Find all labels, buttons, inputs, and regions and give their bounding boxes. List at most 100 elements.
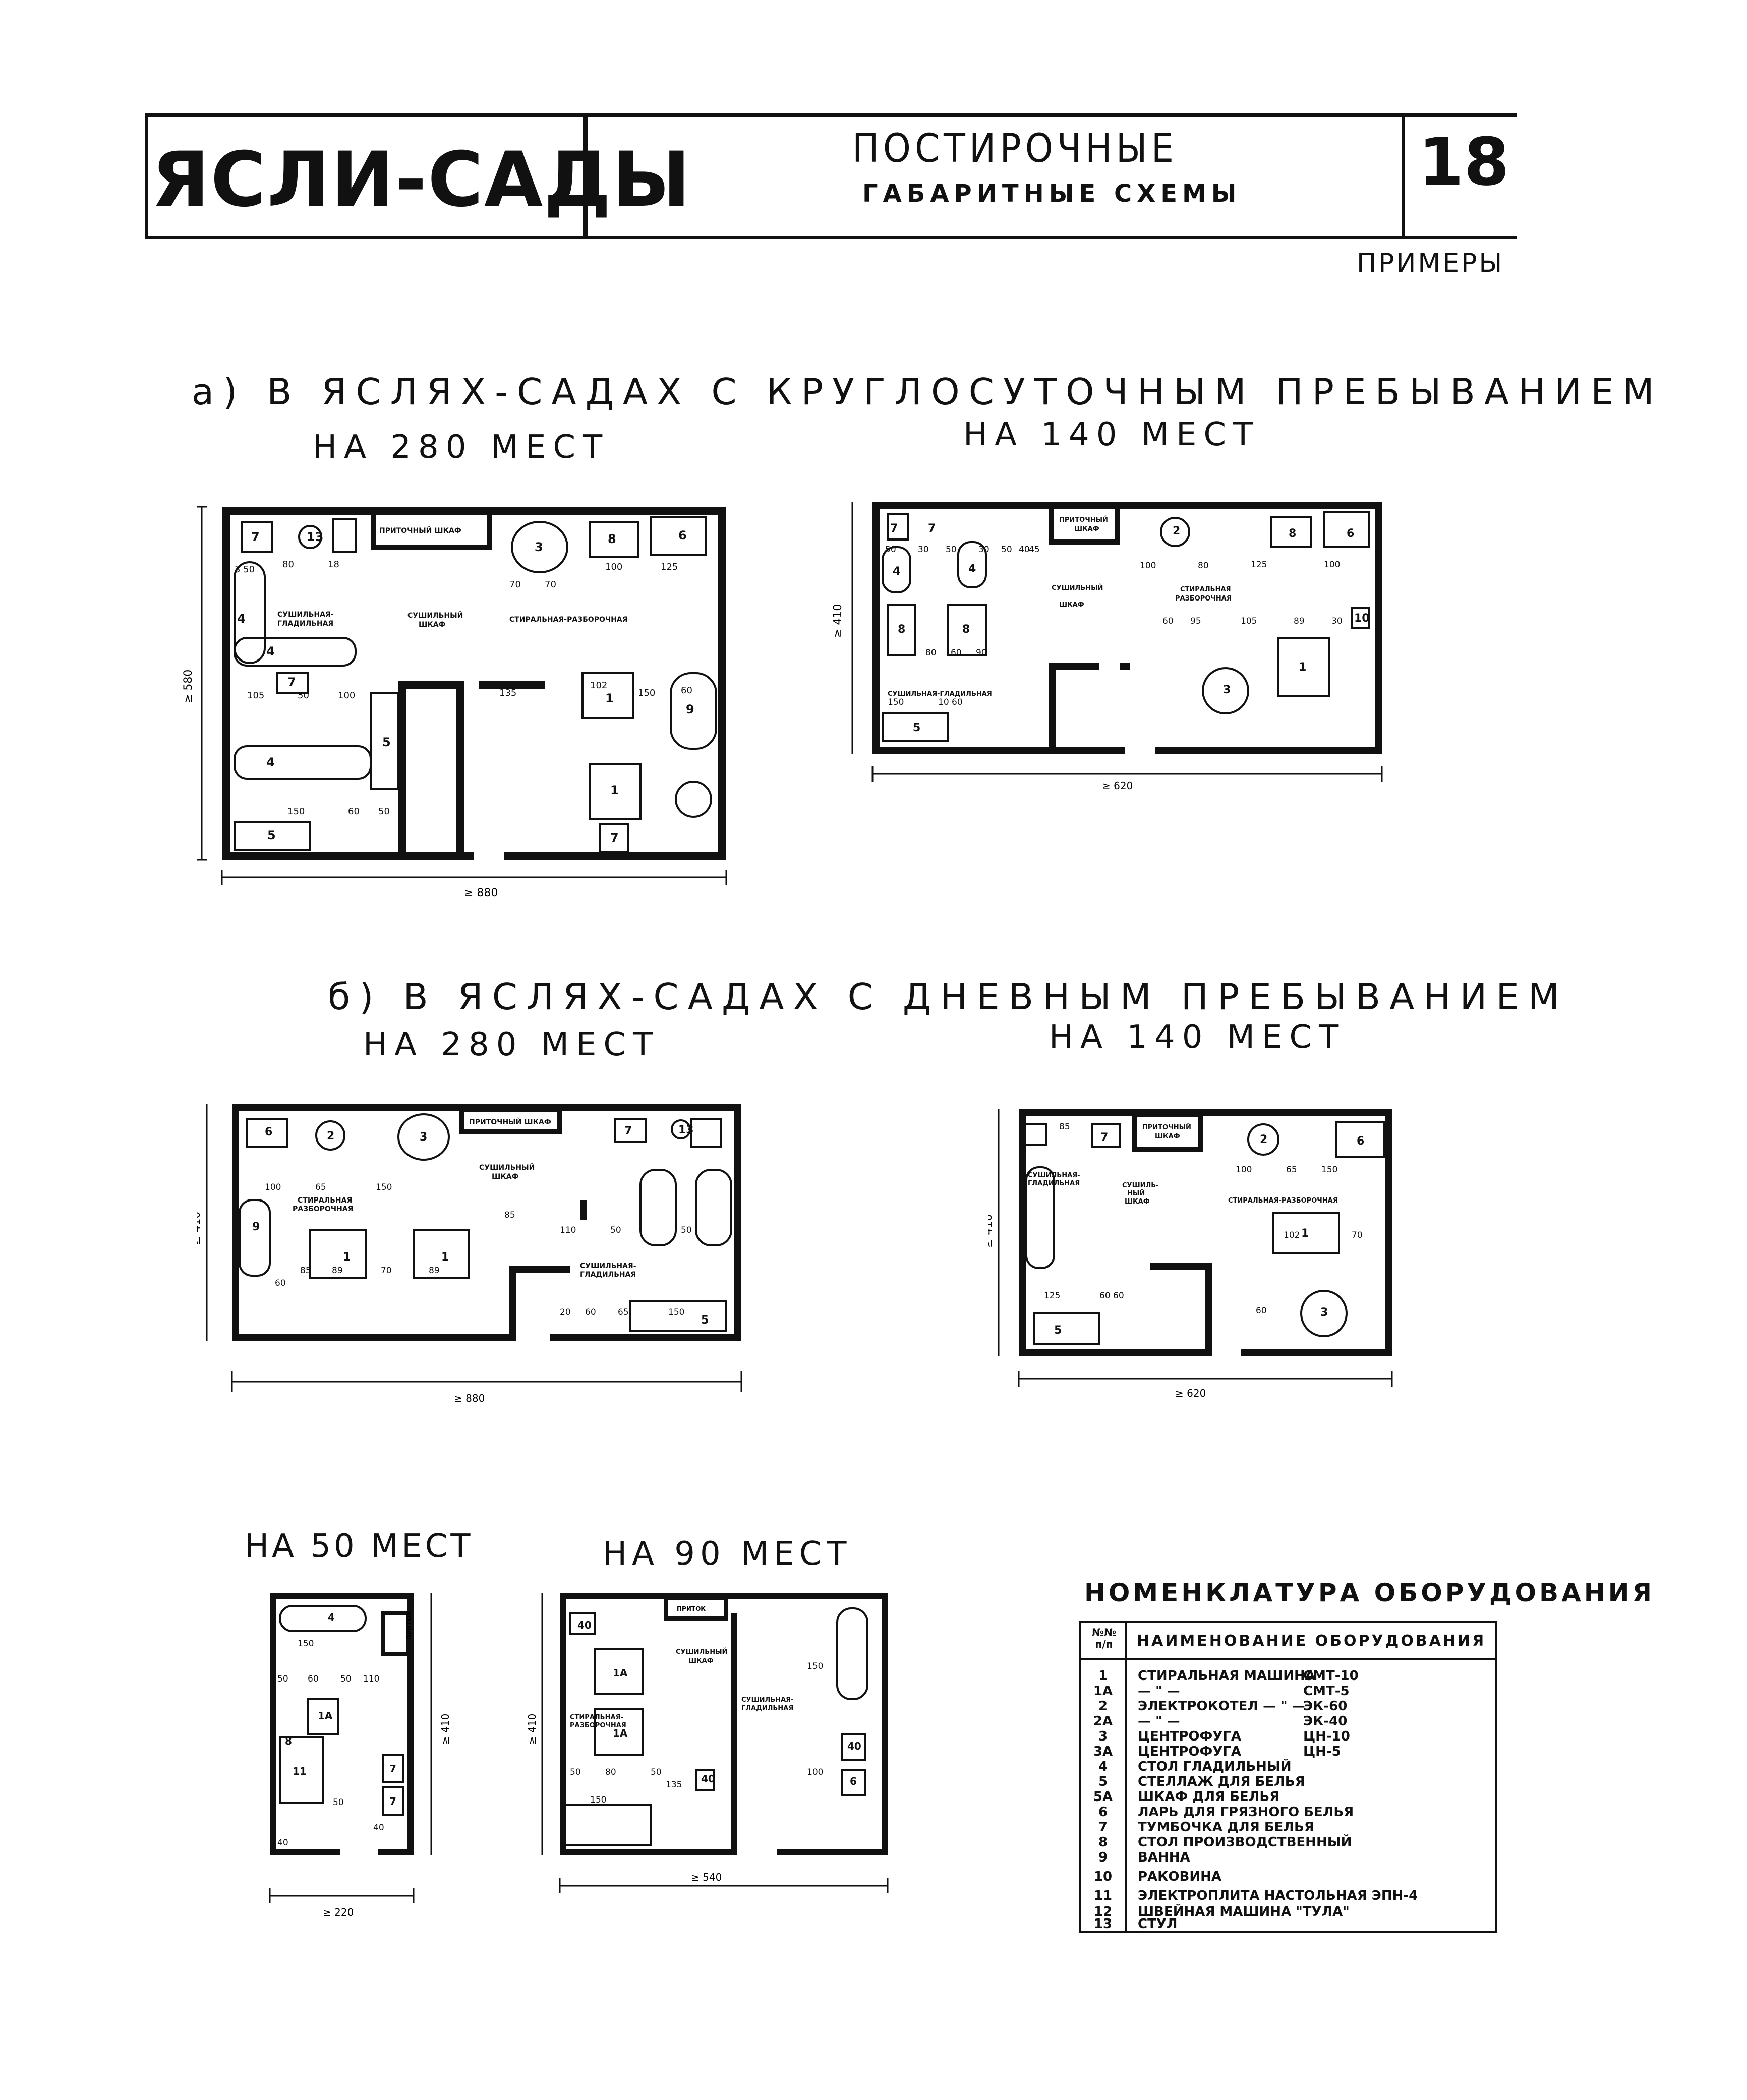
svg-text:125: 125	[1251, 560, 1267, 570]
svg-text:РАЗБОРОЧНАЯ: РАЗБОРОЧНАЯ	[570, 1722, 626, 1729]
svg-text:РАЗБОРОЧНАЯ: РАЗБОРОЧНАЯ	[293, 1205, 353, 1213]
svg-text:60: 60	[308, 1674, 319, 1684]
plan-a280-item-9: 9	[686, 702, 694, 716]
svg-text:50: 50	[298, 690, 309, 701]
svg-text:50: 50	[1001, 545, 1012, 555]
section-c-left-title: НА 50 МЕСТ	[245, 1528, 474, 1565]
svg-text:СУШИЛЬНАЯ-: СУШИЛЬНАЯ-	[1028, 1172, 1080, 1179]
plan-a280-room-2b: ШКАФ	[419, 621, 446, 629]
svg-text:60: 60	[585, 1307, 596, 1317]
svg-text:102: 102	[590, 680, 607, 691]
svg-text:6: 6	[1347, 527, 1354, 540]
svg-text:13: 13	[678, 1124, 694, 1136]
svg-text:80: 80	[1198, 561, 1209, 571]
section-c-right-title: НА 90 МЕСТ	[603, 1535, 852, 1573]
svg-text:1: 1	[343, 1251, 351, 1264]
svg-text:150: 150	[287, 806, 305, 817]
svg-text:60: 60	[951, 648, 962, 658]
legend-title: НОМЕНКЛАТУРА ОБОРУДОВАНИЯ	[1084, 1578, 1655, 1607]
plan-a280-room-3: СТИРАЛЬНАЯ-РАЗБОРОЧНАЯ	[509, 616, 628, 624]
svg-text:10: 10	[1354, 612, 1370, 625]
plan-a280-item-4a: 4	[237, 612, 246, 626]
svg-text:ШКАФ: ШКАФ	[1125, 1198, 1150, 1206]
svg-text:4: 4	[328, 1611, 335, 1624]
plan-c90-intake: ПРИТОК	[677, 1605, 706, 1612]
svg-text:5: 5	[913, 722, 920, 734]
svg-text:СУШИЛЬНАЯ-: СУШИЛЬНАЯ-	[741, 1696, 794, 1704]
header-top-rule	[145, 113, 1517, 117]
section-b-left-title: НА 280 МЕСТ	[363, 1026, 660, 1063]
svg-text:105: 105	[1241, 616, 1257, 626]
svg-text:НЫЙ: НЫЙ	[1127, 1189, 1145, 1197]
svg-text:5: 5	[701, 1314, 709, 1327]
svg-text:1: 1	[1301, 1227, 1309, 1240]
plan-a140-height: ≥ 410	[832, 604, 844, 638]
svg-text:80: 80	[925, 648, 937, 658]
svg-text:8: 8	[962, 623, 970, 636]
svg-text:6: 6	[850, 1775, 857, 1787]
svg-text:150: 150	[668, 1307, 684, 1317]
plan-c90-height: ≥ 410	[526, 1714, 538, 1745]
svg-text:1A: 1A	[318, 1710, 333, 1722]
svg-text:1A: 1A	[613, 1667, 628, 1679]
floor-plan-a-280: 7 13 8 6 4 4 7 5 4 1 9 1 5 3 7 ПРИТОЧНЫЙ…	[182, 506, 727, 899]
svg-text:7: 7	[389, 1795, 396, 1808]
svg-text:СУШИЛЬНАЯ-ГЛАДИЛЬНАЯ: СУШИЛЬНАЯ-ГЛАДИЛЬНАЯ	[888, 690, 992, 698]
svg-text:СТИРАЛЬНАЯ-РАЗБОРОЧНАЯ: СТИРАЛЬНАЯ-РАЗБОРОЧНАЯ	[1228, 1197, 1338, 1205]
svg-text:85: 85	[504, 1210, 515, 1220]
svg-text:110: 110	[363, 1674, 379, 1684]
svg-text:6: 6	[1357, 1135, 1364, 1148]
svg-text:СУШИЛЬ-: СУШИЛЬ-	[1122, 1182, 1159, 1189]
svg-text:40: 40	[277, 1838, 288, 1848]
svg-text:4: 4	[893, 565, 900, 578]
svg-text:3: 3	[1320, 1306, 1328, 1319]
plan-a280-item-5b: 5	[267, 828, 276, 843]
legend-header-rule	[1081, 1658, 1495, 1660]
svg-text:8: 8	[1289, 527, 1296, 540]
header-subtitle-2: ГАБАРИТНЫЕ СХЕМЫ	[862, 179, 1242, 208]
plan-a280-item-7c: 7	[610, 831, 619, 845]
plan-a280-height: ≥ 580	[182, 670, 195, 703]
svg-text:СУШИЛЬНАЯ-: СУШИЛЬНАЯ-	[580, 1262, 636, 1270]
svg-text:6: 6	[265, 1126, 272, 1138]
section-label: ПРИМЕРЫ	[1357, 248, 1504, 278]
svg-text:ГЛАДИЛЬНАЯ: ГЛАДИЛЬНАЯ	[580, 1271, 636, 1279]
plan-b280-height: ≥ 410	[197, 1212, 203, 1245]
svg-text:7: 7	[890, 522, 898, 535]
svg-text:60: 60	[275, 1278, 286, 1288]
svg-text:100: 100	[265, 1182, 281, 1192]
svg-text:89: 89	[1294, 616, 1305, 626]
svg-text:5: 5	[1054, 1324, 1062, 1337]
plan-a280-item-7: 7	[251, 530, 260, 544]
svg-text:7: 7	[389, 1763, 396, 1775]
header-left-rule	[145, 113, 148, 239]
svg-text:40: 40	[847, 1740, 861, 1752]
svg-text:60: 60	[1256, 1306, 1267, 1316]
svg-text:7: 7	[928, 522, 936, 535]
svg-text:100: 100	[1236, 1165, 1252, 1175]
svg-text:1A: 1A	[613, 1727, 628, 1739]
svg-text:10 60: 10 60	[938, 697, 963, 707]
plan-a280-room-1a: СУШИЛЬНАЯ-	[277, 611, 334, 619]
plan-a280-room-2a: СУШИЛЬНЫЙ	[407, 611, 463, 620]
svg-text:СТИРАЛЬНАЯ-: СТИРАЛЬНАЯ-	[570, 1714, 623, 1721]
svg-text:50: 50	[570, 1767, 581, 1777]
plan-a280-item-13: 13	[307, 530, 323, 544]
svg-text:50: 50	[681, 1225, 692, 1235]
svg-text:ГЛАДИЛЬНАЯ: ГЛАДИЛЬНАЯ	[1028, 1180, 1080, 1187]
svg-text:50: 50	[340, 1674, 352, 1684]
plan-c90-width: ≥ 540	[691, 1871, 722, 1883]
svg-text:8: 8	[898, 623, 905, 636]
svg-text:60: 60	[681, 685, 692, 696]
section-b-caption: б) В ЯСЛЯХ-САДАХ С ДНЕВНЫМ ПРЕБЫВАНИЕМ	[328, 976, 1569, 1018]
plan-a280-item-7b: 7	[287, 675, 296, 689]
svg-text:100: 100	[1324, 560, 1340, 570]
svg-text:50: 50	[885, 545, 896, 555]
plan-a280-width: ≥ 880	[464, 887, 498, 899]
legend-col-divider	[1125, 1623, 1127, 1931]
svg-text:80: 80	[605, 1767, 616, 1777]
